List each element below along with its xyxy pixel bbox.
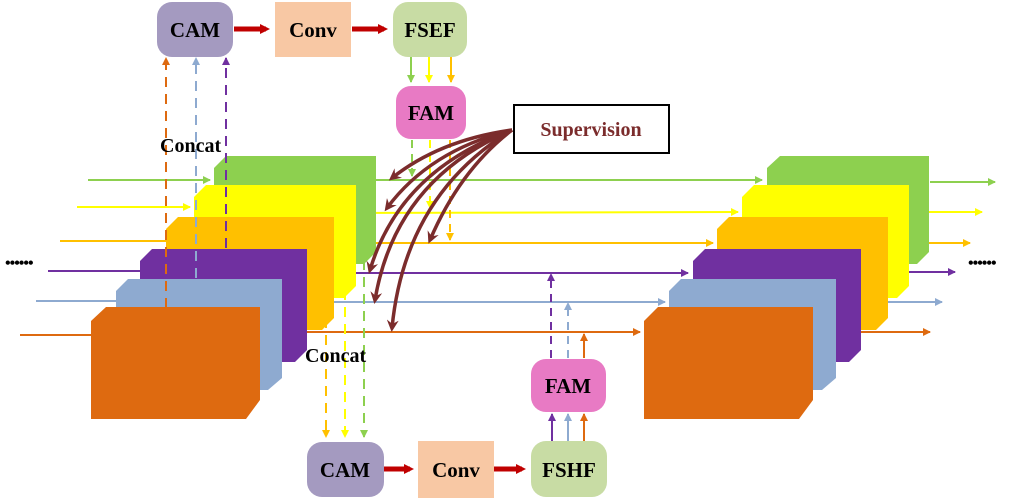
ellipsis-right: ••••••: [968, 255, 996, 272]
supervision-arrow-2: [384, 128, 513, 212]
fam-bottom-label: FAM: [545, 374, 591, 398]
right-block-orange: [644, 307, 813, 419]
top-concat-connectors: [162, 57, 230, 308]
concat-top-label: Concat: [160, 135, 221, 157]
fsef-box[interactable]: [393, 2, 467, 57]
left-block-orange: [91, 307, 260, 419]
conv-bottom-label: Conv: [432, 458, 480, 482]
fam-top-label: FAM: [408, 101, 454, 125]
fshf-to-fam-arrows: [548, 413, 588, 442]
cam-bottom-box[interactable]: [307, 442, 384, 497]
fam-bottom-outputs: [547, 273, 588, 358]
fshf-label: FSHF: [542, 458, 596, 482]
conv-top-label: Conv: [289, 18, 337, 42]
right-feature-stack: [644, 156, 929, 419]
bottom-pipeline: Concat CAM Conv FSHF FAM: [305, 345, 607, 498]
cam-bottom-label: CAM: [320, 458, 370, 482]
concat-bottom-label: Concat: [305, 345, 366, 367]
top-pipeline: CAM Conv FSEF FAM Concat: [157, 2, 467, 157]
supervision-label: Supervision: [540, 119, 641, 141]
conv-bottom-box[interactable]: [418, 441, 494, 498]
fam-bottom-box[interactable]: [531, 359, 606, 412]
bottom-concat-connectors: [322, 260, 368, 438]
cam-top-box[interactable]: [157, 2, 233, 57]
fsef-label: FSEF: [404, 18, 455, 42]
ellipsis-left: ••••••: [5, 255, 33, 272]
supervision-box[interactable]: [513, 104, 670, 154]
supervision-box-group: Supervision: [513, 104, 670, 154]
fshf-box[interactable]: [531, 441, 607, 497]
supervision-arrow-5: [370, 128, 513, 304]
supervision-arrows: [366, 128, 514, 332]
supervision-arrow-6: [386, 128, 513, 332]
fsef-to-fam-arrows: [407, 57, 455, 83]
flow-line-yellow-mid: [354, 208, 739, 217]
left-feature-stack: [91, 156, 376, 419]
conv-top-box[interactable]: [275, 2, 351, 57]
cam-top-label: CAM: [170, 18, 220, 42]
fam-top-box[interactable]: [396, 86, 466, 139]
